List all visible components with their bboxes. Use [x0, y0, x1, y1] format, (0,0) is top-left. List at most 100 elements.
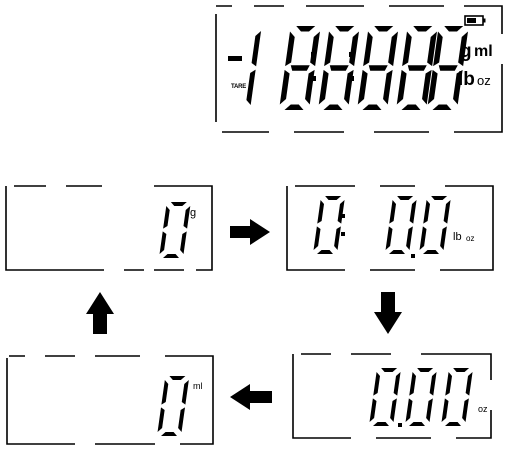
ounces-digit-1-seg-b [443, 200, 451, 224]
unit-g-top: g [460, 41, 472, 62]
full-digit-2-seg-g [329, 65, 349, 71]
unit-ml-label: ml [193, 381, 203, 391]
full-digit-4-seg-g [407, 65, 427, 71]
battery-icon [464, 15, 486, 26]
tare-label: TARE [231, 84, 247, 90]
ounces-digit-0-seg-e [385, 226, 393, 250]
oz-digit-2-seg-c [462, 398, 469, 422]
full-digit-5-seg-a [444, 26, 464, 32]
full-digit-3-seg-d [362, 104, 382, 110]
full-digit-1-seg-b [310, 31, 320, 67]
full-digit-3-seg-e [357, 69, 368, 105]
full-digit-2-seg-b [349, 31, 359, 67]
unit-oz-label-2: oz [478, 404, 488, 414]
oz-digit-1-seg-b [429, 372, 437, 396]
full-digit-5 [427, 26, 468, 110]
oz-decimal-point [411, 254, 415, 258]
oz-digit-1-seg-a [417, 368, 434, 372]
full-digit-4-seg-b [427, 31, 437, 67]
full-digit-1 [279, 26, 320, 110]
full-digit-3-seg-g [368, 65, 388, 71]
milliliters-digits [157, 376, 189, 436]
oz-digit-2-seg-f [445, 372, 452, 396]
unit-g-label: g [190, 207, 197, 219]
full-digit-4-seg-c [422, 69, 432, 105]
display-ounces: oz [291, 350, 501, 442]
ounces-digit-0 [385, 196, 417, 254]
full-digit-2-seg-a [335, 26, 355, 32]
oz-digit-1-seg-f [409, 372, 416, 396]
oz-digit-2-seg-b [465, 372, 473, 396]
full-digit-0-seg-b [251, 31, 262, 67]
full-digit-5-seg-g [438, 65, 458, 71]
ounces-digits [369, 368, 473, 426]
oz-digit-0-seg-d [373, 422, 389, 426]
full-digits-group [246, 26, 468, 110]
full-segment-display: TARE g ml lb oz [214, 4, 504, 134]
ounces-digit-0-seg-d [389, 250, 405, 254]
grams-digit-0-seg-d [163, 254, 179, 258]
arrow-right-icon [226, 218, 272, 251]
ml-digit-0-seg-b [181, 380, 189, 405]
oz-digit-0-seg-a [381, 368, 398, 372]
ounces-digit-0-seg-b [409, 200, 417, 224]
lb-colon-bottom [341, 232, 345, 236]
ounces-digit-1-seg-f [423, 200, 430, 224]
ounces-digit-1-seg-e [419, 226, 427, 250]
pounds-digit-0 [313, 196, 345, 254]
full-digit-4-seg-f [402, 31, 412, 67]
arrow-up-icon [85, 290, 115, 341]
oz-digit-2 [441, 368, 473, 426]
lb-colon-top [341, 214, 345, 218]
ml-digit-0-seg-c [178, 407, 186, 432]
ml-digit-0 [157, 376, 189, 436]
oz-digit-1-seg-e [405, 398, 413, 422]
full-digit-3-seg-a [374, 26, 394, 32]
full-digit-1-seg-e [279, 69, 290, 105]
unit-oz-label: oz [466, 234, 475, 243]
full-digit-1-seg-f [285, 31, 295, 67]
display-milliliters: ml [5, 352, 215, 448]
ml-digit-0-seg-a [169, 376, 186, 380]
full-digit-1-seg-c [305, 69, 315, 105]
pounds-digit-0-seg-f [317, 200, 324, 224]
full-digit-5-seg-e [427, 69, 438, 105]
full-digit-4-seg-a [413, 26, 433, 32]
full-display-svg [215, 5, 503, 133]
full-digit-5-seg-c [453, 69, 463, 105]
ounces-digit-1-seg-c [440, 226, 447, 250]
oz-digit-1-seg-c [426, 398, 433, 422]
grams-digit-0-seg-e [159, 231, 167, 254]
ml-digit-0-seg-e [157, 407, 165, 432]
full-digit-1-seg-g [290, 65, 310, 71]
full-digit-2-seg-c [344, 69, 354, 105]
grams-digit-0-seg-a [170, 202, 187, 206]
oz-digit-0-seg-e [369, 398, 377, 422]
arrow-down-icon [373, 290, 403, 341]
grams-digit-0-seg-b [183, 206, 191, 229]
oz-digit-0-seg-c [390, 398, 397, 422]
pounds-digit-0-seg-e [313, 226, 321, 250]
ounces-digit-1-seg-d [423, 250, 439, 254]
oz-decimal-point-2 [398, 423, 402, 427]
full-digit-3 [357, 26, 398, 110]
grams-digit-0-seg-c [180, 231, 187, 254]
full-digit-2-seg-d [323, 104, 343, 110]
full-digit-3-seg-f [363, 31, 373, 67]
grams-digit-0 [159, 202, 191, 258]
full-digit-5-seg-d [432, 104, 452, 110]
full-digit-5-seg-f [433, 31, 443, 67]
grams-digit-0-seg-f [163, 206, 170, 229]
pounds-digit-0-seg-a [325, 196, 342, 200]
full-colon-dot-3 [349, 76, 354, 81]
ml-digit-0-seg-f [161, 380, 169, 405]
display-pounds-ounces: lb oz [285, 182, 495, 274]
pounds-digit-0-seg-b [337, 200, 345, 224]
full-colon-dot-1 [311, 76, 316, 81]
ounces-digit-0-seg-c [406, 226, 413, 250]
grams-digits [159, 202, 191, 258]
oz-digit-0 [369, 368, 401, 426]
pounds-digit-0-seg-c [334, 226, 341, 250]
oz-digit-0-seg-b [393, 372, 401, 396]
unit-oz-bottom: oz [477, 73, 491, 88]
